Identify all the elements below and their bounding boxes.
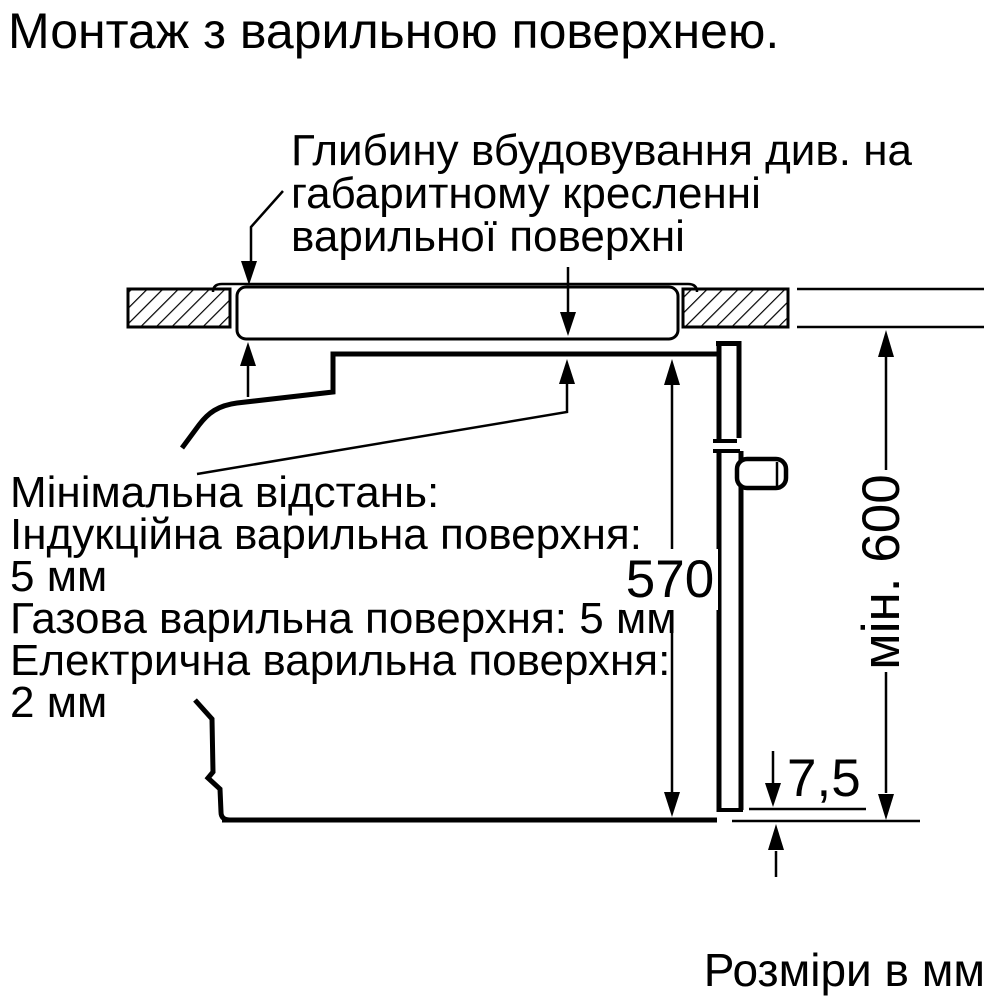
min-distance-arrow-oven — [559, 359, 575, 384]
min-distance-note-line: Мінімальна відстань: — [10, 468, 440, 517]
min-distance-note-line: Індукційна варильна поверхня: — [10, 510, 642, 559]
min-distance-note-line: 2 мм — [10, 678, 108, 727]
dimension-min-600 — [878, 330, 894, 820]
depth-leader-line — [249, 190, 284, 263]
units-note: Розміри в мм — [703, 944, 985, 996]
hob-body — [235, 285, 680, 341]
dimension-label-min-600: мін. 600 — [852, 474, 911, 670]
dimension-label-570: 570 — [622, 549, 718, 610]
worktop-left-section — [126, 287, 232, 329]
hob-lip — [211, 282, 699, 293]
depth-note-line: Глибину вбудовування див. на — [291, 126, 912, 175]
diagram-lines — [126, 190, 984, 877]
depth-note: Глибину вбудовування див. на габаритному… — [291, 126, 912, 261]
worktop-right-section — [681, 287, 790, 329]
min-distance-note: Мінімальна відстань: Індукційна варильна… — [10, 468, 677, 727]
dimension-570 — [664, 359, 680, 817]
depth-note-line: варильної поверхні — [291, 212, 685, 261]
min-distance-arrow-hob — [240, 342, 256, 366]
dimension-7-5 — [732, 751, 920, 877]
oven-rear-bottom-outline — [193, 698, 231, 823]
oven-top-outline — [179, 351, 719, 450]
page-title: Монтаж з варильною поверхнею. — [8, 3, 780, 59]
min-distance-note-line: Газова варильна поверхня: 5 мм — [10, 594, 677, 643]
min-distance-leader-line — [196, 384, 569, 476]
min-distance-note-line: Електрична варильна поверхня: — [10, 636, 671, 685]
dimension-label-7-5: 7,5 — [787, 749, 861, 808]
depth-note-line: габаритному кресленні — [291, 169, 761, 218]
depth-arrow-top — [241, 261, 257, 285]
oven-knob — [734, 456, 789, 491]
min-distance-note-line: 5 мм — [10, 552, 108, 601]
depth-arrow-bottom — [560, 312, 576, 336]
